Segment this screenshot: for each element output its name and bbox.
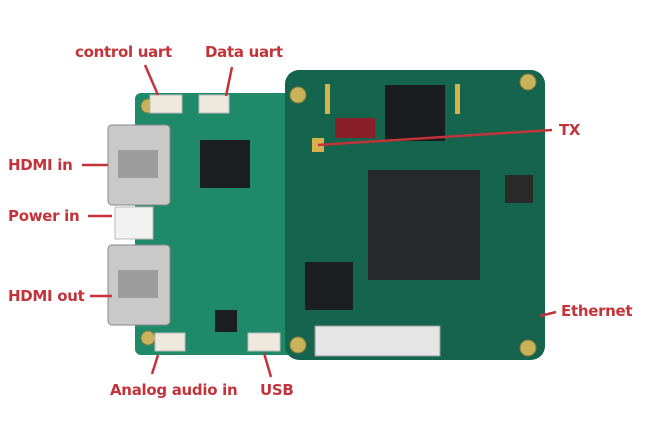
label-data-uart: Data uart xyxy=(205,43,283,61)
data-uart-connector xyxy=(198,94,230,114)
left-small-chip xyxy=(215,310,237,332)
label-control-uart: control uart xyxy=(75,43,172,61)
mounting-hole xyxy=(289,336,307,354)
gold-contact xyxy=(455,84,460,114)
hdmi-in-port xyxy=(118,150,158,178)
mounting-hole xyxy=(519,339,537,357)
power-in-connector xyxy=(114,206,154,240)
control-uart-connector xyxy=(149,94,183,114)
leader-lines xyxy=(82,64,557,378)
label-power-in: Power in xyxy=(8,207,80,225)
inductor xyxy=(505,175,533,203)
fpga-chip xyxy=(368,170,480,280)
mounting-hole xyxy=(519,73,537,91)
mounting-hole xyxy=(140,330,156,346)
memory-chip xyxy=(385,85,445,141)
label-hdmi-out: HDMI out xyxy=(8,287,85,305)
label-ethernet: Ethernet xyxy=(561,302,633,320)
left-chip xyxy=(200,140,250,188)
label-tx: TX xyxy=(559,121,581,139)
ribbon-connector xyxy=(314,325,441,357)
usb-connector xyxy=(247,332,281,352)
tx-red-component xyxy=(335,118,375,138)
left-board xyxy=(135,93,305,355)
mounting-hole xyxy=(289,86,307,104)
gold-contact xyxy=(325,84,330,114)
label-usb: USB xyxy=(260,381,294,399)
hdmi-out-port xyxy=(118,270,158,298)
audio-connector xyxy=(154,332,186,352)
label-hdmi-in: HDMI in xyxy=(8,156,73,174)
label-analog-audio-in: Analog audio in xyxy=(110,381,238,399)
qfp-chip xyxy=(305,262,353,310)
